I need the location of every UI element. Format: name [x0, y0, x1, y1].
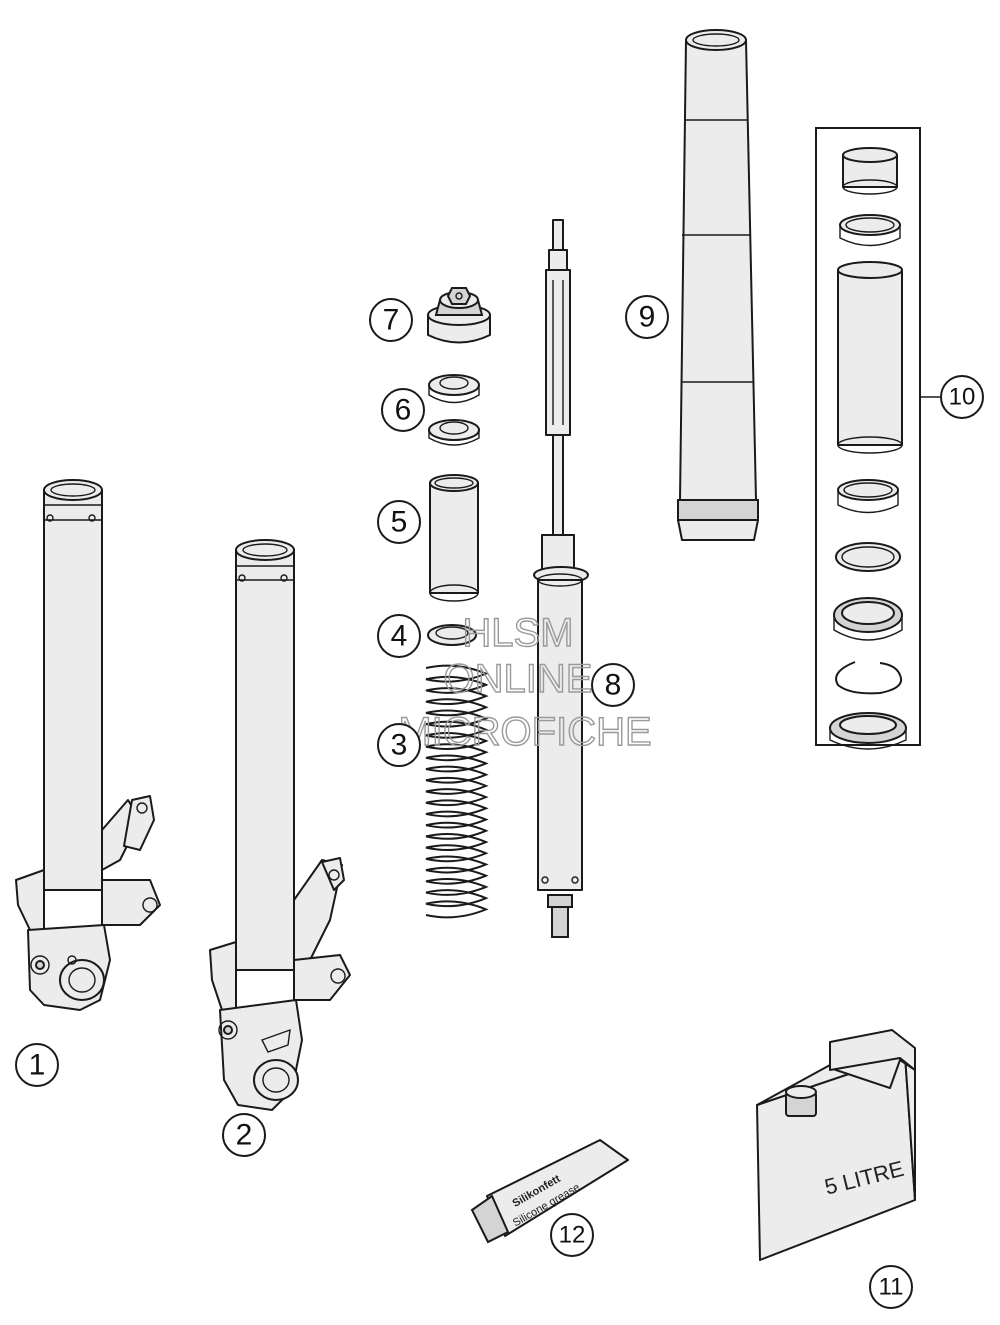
callout-3: 3: [377, 723, 421, 767]
watermark-line-3: MICROFICHE: [398, 710, 651, 754]
callout-9: 9: [625, 295, 669, 339]
callout-10-label: 10: [949, 384, 976, 411]
callout-1: 1: [15, 1043, 59, 1087]
callout-8: 8: [591, 663, 635, 707]
fork-spring-part-3: [425, 664, 489, 919]
fork-leg-right-part-2: [209, 539, 351, 1111]
fork-cap-part-7: [427, 287, 491, 344]
inner-fork-tube-part-9: [677, 29, 759, 541]
callout-5-label: 5: [391, 506, 408, 539]
callout-6-label: 6: [395, 394, 412, 427]
callout-7: 7: [369, 298, 413, 342]
callout-4-label: 4: [391, 620, 408, 653]
spring-washer-part-4: [427, 624, 477, 646]
grease-tube-part-12: Silikonfett Silicone grease: [470, 1139, 629, 1244]
callout-2: 2: [222, 1113, 266, 1157]
callout-5: 5: [377, 500, 421, 544]
damper-cartridge-part-8: [533, 219, 589, 938]
callout-2-label: 2: [236, 1119, 253, 1152]
fork-leg-left-part-1: [15, 479, 161, 1011]
callout-11: 11: [869, 1265, 913, 1309]
callout-11-label: 11: [879, 1274, 904, 1301]
callout-12: 12: [550, 1213, 594, 1257]
watermark: HLSM ONLINE MICROFICHE: [398, 610, 653, 754]
oil-can-part-11: 5 LITRE: [756, 1029, 916, 1261]
washers-part-6: [428, 374, 480, 446]
callout-7-label: 7: [383, 304, 400, 337]
callout-10: 10: [940, 375, 984, 419]
callout-1-label: 1: [29, 1049, 46, 1082]
callout-4: 4: [377, 614, 421, 658]
callout-6: 6: [381, 388, 425, 432]
callout-12-label: 12: [559, 1222, 586, 1249]
spacer-tube-part-5: [429, 474, 479, 602]
watermark-line-1: HLSM: [462, 611, 573, 655]
seal-kit-part-10: [815, 127, 940, 750]
callout-8-label: 8: [605, 669, 622, 702]
callout-9-label: 9: [639, 301, 656, 334]
watermark-line-2: ONLINE: [444, 657, 593, 701]
callout-3-label: 3: [391, 729, 408, 762]
